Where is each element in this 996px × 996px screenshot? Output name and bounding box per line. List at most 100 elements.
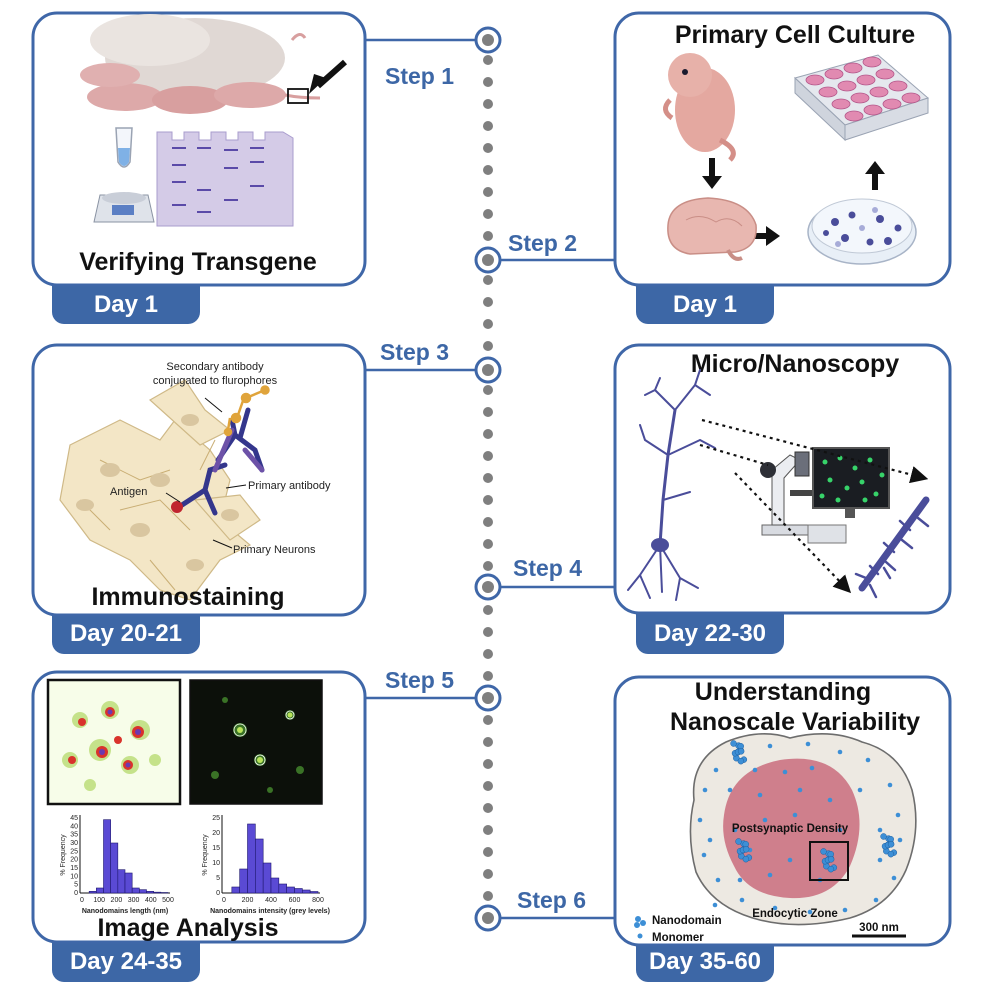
- axis-tick-label: 35: [70, 832, 78, 839]
- monomer-dot: [895, 812, 901, 818]
- panel-title-primary-cell-culture: Primary Cell Culture: [675, 21, 915, 49]
- legend-monomer: Monomer: [652, 932, 704, 944]
- timeline-dot: [483, 99, 493, 109]
- timeline-node-step-6: [474, 904, 502, 932]
- monomer-dot: [782, 769, 788, 775]
- histogram-bar: [131, 887, 140, 894]
- panel-title-immunostaining: Immunostaining: [91, 583, 284, 611]
- nanodomain-legend-icon: [634, 916, 646, 928]
- axis-tick-label: 20: [212, 830, 220, 837]
- arrow-down-icon: [702, 176, 722, 189]
- panel-immunostaining: Secondary antibody conjugated to fluroph…: [31, 343, 367, 654]
- histogram-bar: [231, 886, 240, 894]
- connector-lines: [365, 38, 615, 920]
- monomer-dot: [752, 767, 758, 773]
- step-1-label: Step 1: [385, 63, 454, 89]
- label-antigen: Antigen: [110, 486, 147, 498]
- arrow-up-icon: [865, 161, 885, 174]
- day-label-step-3: Day 20-21: [70, 620, 182, 647]
- histogram-bar: [103, 819, 111, 894]
- monomer-dot: [887, 782, 893, 788]
- heatmap-image: [46, 678, 182, 806]
- axis-tick-label: 5: [216, 875, 220, 882]
- axis-tick-label: 25: [70, 848, 78, 855]
- histogram-bar: [309, 891, 319, 894]
- timeline-node-step-5: [474, 684, 502, 712]
- panel-verifying-transgene: Verifying Transgene Day 1: [31, 11, 367, 324]
- timeline-dot: [483, 165, 493, 175]
- monomer-dot: [873, 897, 879, 903]
- timeline-dot: [483, 275, 493, 285]
- timeline-node-step-2: [474, 246, 502, 274]
- monomer-dot: [772, 905, 778, 911]
- nanodomain-particle: [742, 855, 750, 863]
- axis-tick-label: 200: [242, 897, 254, 904]
- monomer-dot: [715, 877, 721, 883]
- panel-micro-nanoscopy: Micro/Nanoscopy: [613, 343, 952, 654]
- timeline-dot: [483, 473, 493, 483]
- axis-tick-label: 45: [70, 815, 78, 822]
- timeline-dot: [483, 891, 493, 901]
- scale-bar-label: 300 nm: [859, 922, 899, 934]
- monomer-dot: [762, 817, 768, 823]
- monomer-dot: [805, 741, 811, 747]
- histogram-intensity-y-label: % Frequency: [202, 834, 209, 876]
- day-label-step-2: Day 1: [673, 291, 737, 318]
- axis-tick-label: 25: [212, 815, 220, 822]
- label-endocytic-zone: Endocytic Zone: [752, 908, 838, 920]
- timeline-dot: [483, 55, 493, 65]
- timeline-dot: [483, 825, 493, 835]
- histogram-bar: [278, 883, 287, 894]
- timeline-dot: [483, 429, 493, 439]
- timeline-dot: [483, 231, 493, 241]
- histogram-bar: [124, 872, 133, 894]
- timeline-dot: [483, 77, 493, 87]
- histogram-intensity-x-label: Nanodomains intensity (grey levels): [210, 908, 330, 915]
- histogram-bar: [262, 862, 272, 894]
- histogram-bar: [270, 877, 280, 894]
- timeline-dot: [483, 451, 493, 461]
- nanodomain-particle: [887, 841, 895, 848]
- axis-tick-label: 200: [111, 897, 123, 904]
- nanodomain-particle: [730, 740, 737, 747]
- day-label-step-6: Day 35-60: [649, 948, 761, 975]
- panel-title-image-analysis: Image Analysis: [97, 914, 278, 942]
- monomer-dot: [809, 765, 815, 771]
- well-plate-icon: [794, 54, 929, 142]
- timeline-dot: [483, 517, 493, 527]
- nanodomain-particle: [820, 848, 827, 855]
- timeline-node-step-4: [474, 573, 502, 601]
- panel-title-micro-nanoscopy: Micro/Nanoscopy: [691, 350, 899, 378]
- histogram-bar: [247, 823, 256, 894]
- step-3-label: Step 3: [380, 339, 449, 365]
- step-4-label: Step 4: [513, 555, 582, 581]
- electrophoresis-gel: [156, 131, 294, 227]
- timeline-dot: [483, 297, 493, 307]
- axis-tick-label: 10: [70, 873, 78, 880]
- axis-tick-label: 15: [70, 865, 78, 872]
- axis-tick-label: 30: [70, 840, 78, 847]
- timeline-dot: [483, 649, 493, 659]
- timeline-dot: [483, 121, 493, 131]
- axis-tick-label: 40: [70, 823, 78, 830]
- monomer-dot: [857, 787, 863, 793]
- day-label-step-1: Day 1: [94, 291, 158, 318]
- label-primary-antibody: Primary antibody: [248, 480, 331, 492]
- histogram-bar: [110, 842, 119, 894]
- monomer-dot: [712, 902, 718, 908]
- monomer-legend-icon: [637, 933, 643, 939]
- label-postsynaptic-density: Postsynaptic Density: [732, 823, 849, 835]
- histogram-bar: [146, 891, 154, 894]
- step-5-label: Step 5: [385, 667, 454, 693]
- histogram-bar: [139, 889, 147, 894]
- label-secondary-antibody-line2: conjugated to flurophores: [153, 375, 278, 387]
- panel-nanoscale-variability: Understanding Nanoscale Variability Post…: [613, 675, 952, 982]
- day-label-step-5: Day 24-35: [70, 948, 182, 975]
- axis-tick-label: 100: [93, 897, 105, 904]
- monomer-dot: [837, 749, 843, 755]
- monomer-dot: [891, 875, 897, 881]
- monomer-dot: [732, 827, 738, 833]
